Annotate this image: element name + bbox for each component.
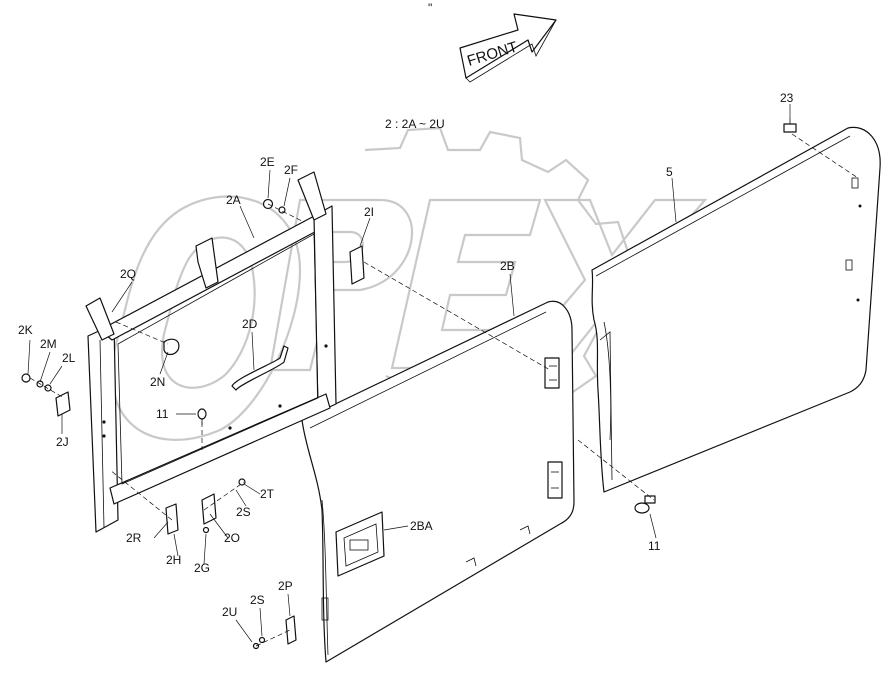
label-2n: 2N bbox=[150, 375, 165, 389]
label-2m: 2M bbox=[40, 337, 57, 351]
hinge-bracket bbox=[55, 391, 71, 417]
label-2i: 2I bbox=[364, 205, 374, 219]
group-note: 2 : 2A ~ 2U bbox=[385, 117, 445, 131]
label-2ba: 2BA bbox=[410, 519, 433, 533]
label-2f: 2F bbox=[284, 163, 298, 177]
screw-2s-bottom bbox=[258, 636, 266, 644]
latch-bracket-2o bbox=[201, 493, 217, 525]
front-arrow-icon: FRONT bbox=[459, 13, 557, 83]
knob bbox=[163, 338, 180, 356]
label-2r: 2R bbox=[126, 531, 142, 545]
part-labels: 23 5 2E 2F 2A 2I 2B 2Q 2K 2M 2L 2D 2N 2J… bbox=[18, 91, 794, 619]
latch-bracket-2r bbox=[165, 503, 179, 535]
screw-2g bbox=[202, 526, 210, 534]
catch-block bbox=[349, 245, 365, 285]
label-2s-bottom: 2S bbox=[250, 593, 265, 607]
label-2g: 2G bbox=[194, 561, 210, 575]
label-2a: 2A bbox=[226, 193, 241, 207]
door-frame bbox=[85, 171, 337, 533]
label-23: 23 bbox=[780, 91, 794, 105]
label-2k: 2K bbox=[18, 323, 33, 337]
bolt-23 bbox=[783, 118, 797, 133]
screw-2t bbox=[238, 478, 246, 486]
label-2h: 2H bbox=[166, 553, 181, 567]
corner-mark: " bbox=[428, 1, 432, 15]
label-2d: 2D bbox=[242, 317, 258, 331]
label-2t: 2T bbox=[260, 487, 275, 501]
label-2j: 2J bbox=[56, 435, 69, 449]
assembly-lines bbox=[29, 133, 859, 647]
label-2p: 2P bbox=[278, 579, 293, 593]
label-2q: 2Q bbox=[120, 267, 136, 281]
bolt-11-rear bbox=[634, 495, 656, 514]
latch-plate-2p bbox=[285, 615, 297, 645]
label-2e: 2E bbox=[260, 155, 275, 169]
label-2o: 2O bbox=[224, 531, 240, 545]
label-2l: 2L bbox=[62, 351, 76, 365]
rear-side-panel bbox=[591, 126, 881, 493]
label-11-rear: 11 bbox=[648, 539, 661, 553]
support-rod bbox=[231, 345, 289, 391]
leader-lines bbox=[27, 104, 791, 643]
label-5: 5 bbox=[666, 165, 673, 179]
door-panel bbox=[301, 300, 575, 663]
label-2s: 2S bbox=[236, 505, 251, 519]
screw-11-frame bbox=[197, 408, 207, 425]
label-2b: 2B bbox=[500, 259, 515, 273]
door-handle bbox=[335, 511, 385, 577]
label-2u: 2U bbox=[222, 605, 237, 619]
washer-2l bbox=[44, 384, 52, 392]
bolt-2k bbox=[21, 373, 31, 383]
label-11-frame: 11 bbox=[156, 407, 169, 421]
